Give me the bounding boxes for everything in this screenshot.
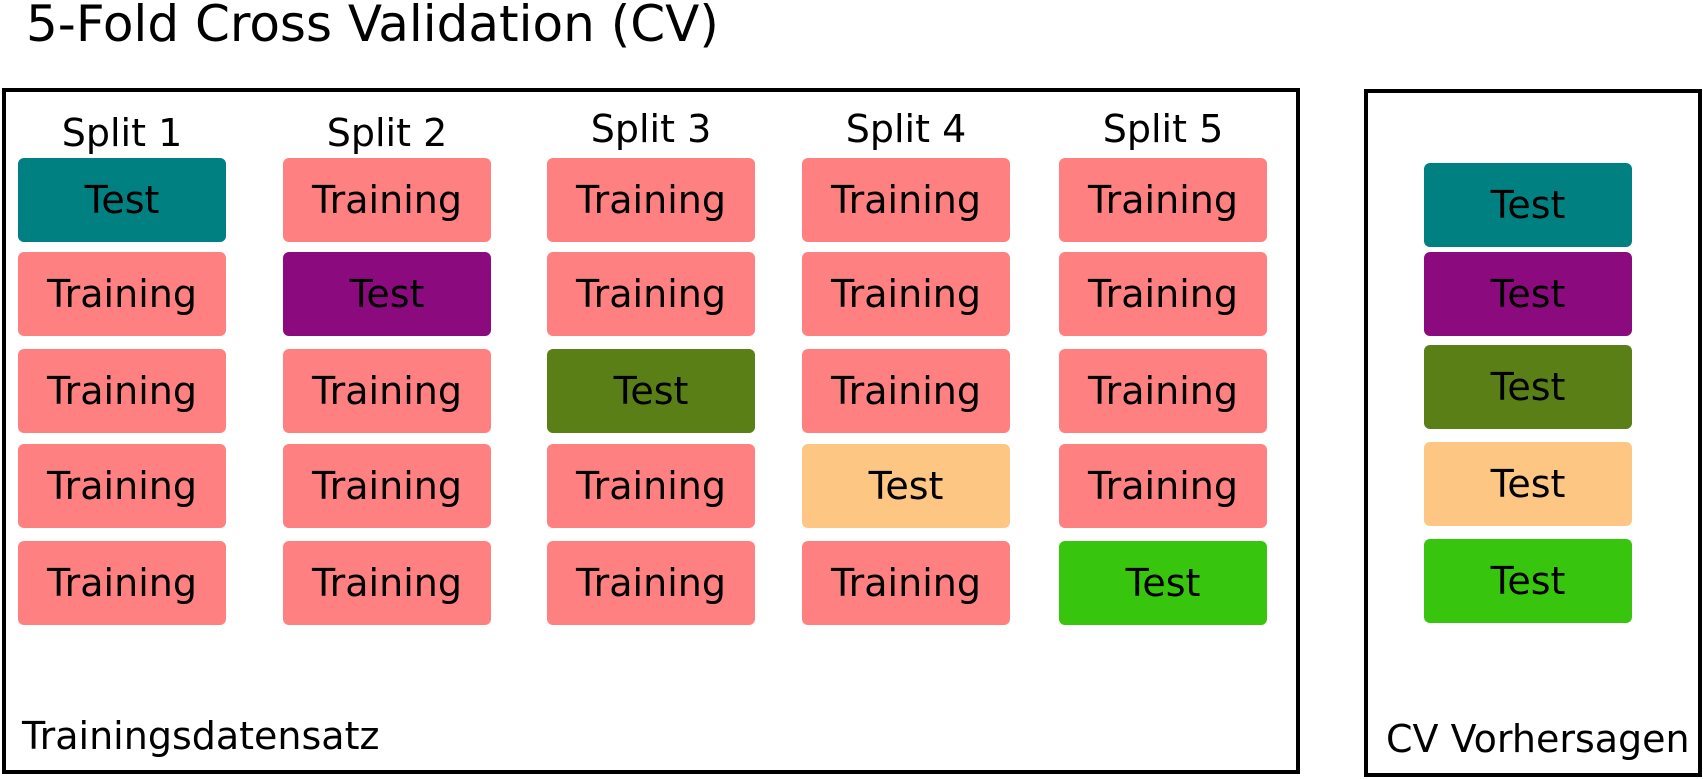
split-header-1: Split 1 — [61, 111, 183, 155]
split-4-fold-3-training-box: Training — [802, 349, 1010, 433]
split-5-fold-1-training-box: Training — [1059, 158, 1267, 242]
split-1-fold-5-training-box: Training — [18, 541, 226, 625]
split-1-fold-4-training-box: Training — [18, 444, 226, 528]
cv-predictions-label: CV Vorhersagen — [1386, 717, 1690, 761]
split-header-5: Split 5 — [1102, 107, 1224, 151]
cv-prediction-fold-1-box: Test — [1424, 163, 1632, 247]
split-3-fold-1-training-box: Training — [547, 158, 755, 242]
training-dataset-label: Trainingsdatensatz — [22, 714, 380, 758]
split-4-fold-1-training-box: Training — [802, 158, 1010, 242]
split-header-2: Split 2 — [326, 111, 448, 155]
split-4-fold-2-training-box: Training — [802, 252, 1010, 336]
cv-prediction-fold-4-box: Test — [1424, 442, 1632, 526]
split-3-fold-4-training-box: Training — [547, 444, 755, 528]
split-5-fold-4-training-box: Training — [1059, 444, 1267, 528]
split-header-4: Split 4 — [845, 107, 967, 151]
split-2-fold-2-test-box: Test — [283, 252, 491, 336]
split-2-fold-4-training-box: Training — [283, 444, 491, 528]
split-4-fold-5-training-box: Training — [802, 541, 1010, 625]
split-5-fold-2-training-box: Training — [1059, 252, 1267, 336]
split-1-fold-3-training-box: Training — [18, 349, 226, 433]
split-1-fold-2-training-box: Training — [18, 252, 226, 336]
split-header-3: Split 3 — [590, 107, 712, 151]
split-2-fold-1-training-box: Training — [283, 158, 491, 242]
diagram-title: 5-Fold Cross Validation (CV) — [26, 0, 719, 53]
split-5-fold-3-training-box: Training — [1059, 349, 1267, 433]
cv-prediction-fold-3-box: Test — [1424, 345, 1632, 429]
split-2-fold-5-training-box: Training — [283, 541, 491, 625]
cv-prediction-fold-2-box: Test — [1424, 252, 1632, 336]
split-3-fold-3-test-box: Test — [547, 349, 755, 433]
split-4-fold-4-test-box: Test — [802, 444, 1010, 528]
split-2-fold-3-training-box: Training — [283, 349, 491, 433]
split-1-fold-1-test-box: Test — [18, 158, 226, 242]
split-3-fold-5-training-box: Training — [547, 541, 755, 625]
cv-prediction-fold-5-box: Test — [1424, 539, 1632, 623]
split-5-fold-5-test-box: Test — [1059, 541, 1267, 625]
split-3-fold-2-training-box: Training — [547, 252, 755, 336]
